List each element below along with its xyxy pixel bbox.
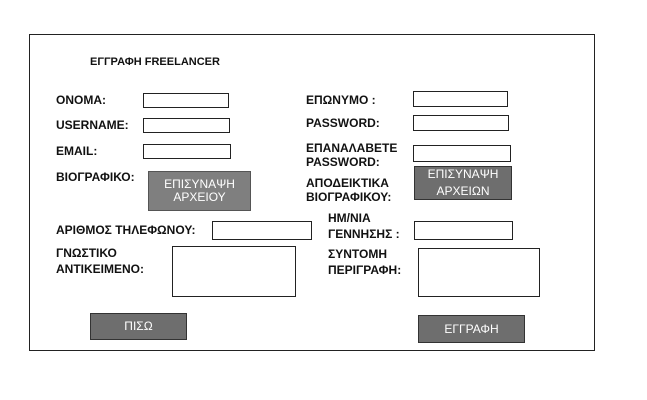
repeat-password-label: ΕΠΑΝΑΛΑΒΕΤΕ PASSWORD: (306, 142, 397, 169)
attach-cv-button-line1: ΕΠΙΣΥΝΑΨΗ (164, 177, 235, 191)
cv-label: ΒΙΟΓΡΑΦΙΚΟ: (56, 170, 135, 184)
dob-label-line1: ΗΜ/ΝΙΑ (328, 211, 371, 225)
username-label: USERNAME: (56, 118, 129, 132)
name-input[interactable] (143, 93, 229, 108)
short-desc-label: ΣΥΝΤΟΜΗ ΠΕΡΙΓΡΑΦΗ: (328, 248, 401, 277)
repeat-password-label-line1: ΕΠΑΝΑΛΑΒΕΤΕ (306, 141, 398, 155)
phone-input[interactable] (212, 221, 312, 240)
knowledge-label-line2: ΑΝΤΙΚΕΙΜΕΝΟ: (56, 262, 144, 276)
short-desc-textarea[interactable] (418, 248, 540, 297)
email-label: EMAIL: (56, 144, 98, 158)
email-input[interactable] (143, 144, 231, 159)
name-label: ΟΝΟΜΑ: (56, 93, 106, 107)
knowledge-textarea[interactable] (172, 246, 296, 297)
repeat-password-label-line2: PASSWORD: (306, 155, 380, 169)
dob-input[interactable] (414, 221, 513, 240)
dob-label: ΗΜ/ΝΙΑ ΓΕΝΝΗΣΗΣ : (328, 212, 400, 241)
proofs-label: ΑΠΟΔΕΙΚΤΙΚΑ ΒΙΟΓΡΑΦΙΚΟΥ: (306, 177, 391, 204)
username-input[interactable] (143, 118, 230, 133)
registration-form-frame: ΕΓΓΡΑΦΗ FREELANCER ΟΝΟΜΑ: USERNAME: EMAI… (29, 34, 595, 351)
knowledge-label: ΓΝΩΣΤΙΚΟ ΑΝΤΙΚΕΙΜΕΝΟ: (56, 247, 144, 276)
knowledge-label-line1: ΓΝΩΣΤΙΚΟ (56, 246, 117, 260)
back-button[interactable]: ΠΙΣΩ (90, 313, 187, 340)
surname-input[interactable] (413, 91, 508, 107)
attach-cv-button[interactable]: ΕΠΙΣΥΝΑΨΗ ΑΡΧΕΙΟΥ (148, 171, 251, 211)
proofs-label-line1: ΑΠΟΔΕΙΚΤΙΚΑ (306, 176, 389, 190)
attach-proofs-button[interactable]: ΕΠΙΣΥΝΑΨΗ ΑΡΧΕΙΩΝ (414, 166, 512, 200)
password-input[interactable] (413, 115, 509, 131)
phone-label: ΑΡΙΘΜΟΣ ΤΗΛΕΦΩΝΟΥ: (56, 223, 196, 237)
proofs-label-line2: ΒΙΟΓΡΑΦΙΚΟΥ: (306, 190, 392, 204)
attach-cv-button-line2: ΑΡΧΕΙΟΥ (173, 190, 226, 204)
short-desc-label-line1: ΣΥΝΤΟΜΗ (328, 247, 387, 261)
password-label: PASSWORD: (306, 116, 380, 130)
form-title: ΕΓΓΡΑΦΗ FREELANCER (90, 56, 220, 68)
attach-proofs-button-line2: ΑΡΧΕΙΩΝ (436, 184, 490, 198)
attach-proofs-button-line1: ΕΠΙΣΥΝΑΨΗ (427, 167, 499, 181)
register-button[interactable]: ΕΓΓΡΑΦΗ (418, 315, 525, 343)
surname-label: ΕΠΩΝΥΜΟ : (306, 93, 376, 107)
dob-label-line2: ΓΕΝΝΗΣΗΣ : (328, 227, 400, 241)
repeat-password-input[interactable] (413, 145, 511, 162)
short-desc-label-line2: ΠΕΡΙΓΡΑΦΗ: (328, 263, 402, 277)
